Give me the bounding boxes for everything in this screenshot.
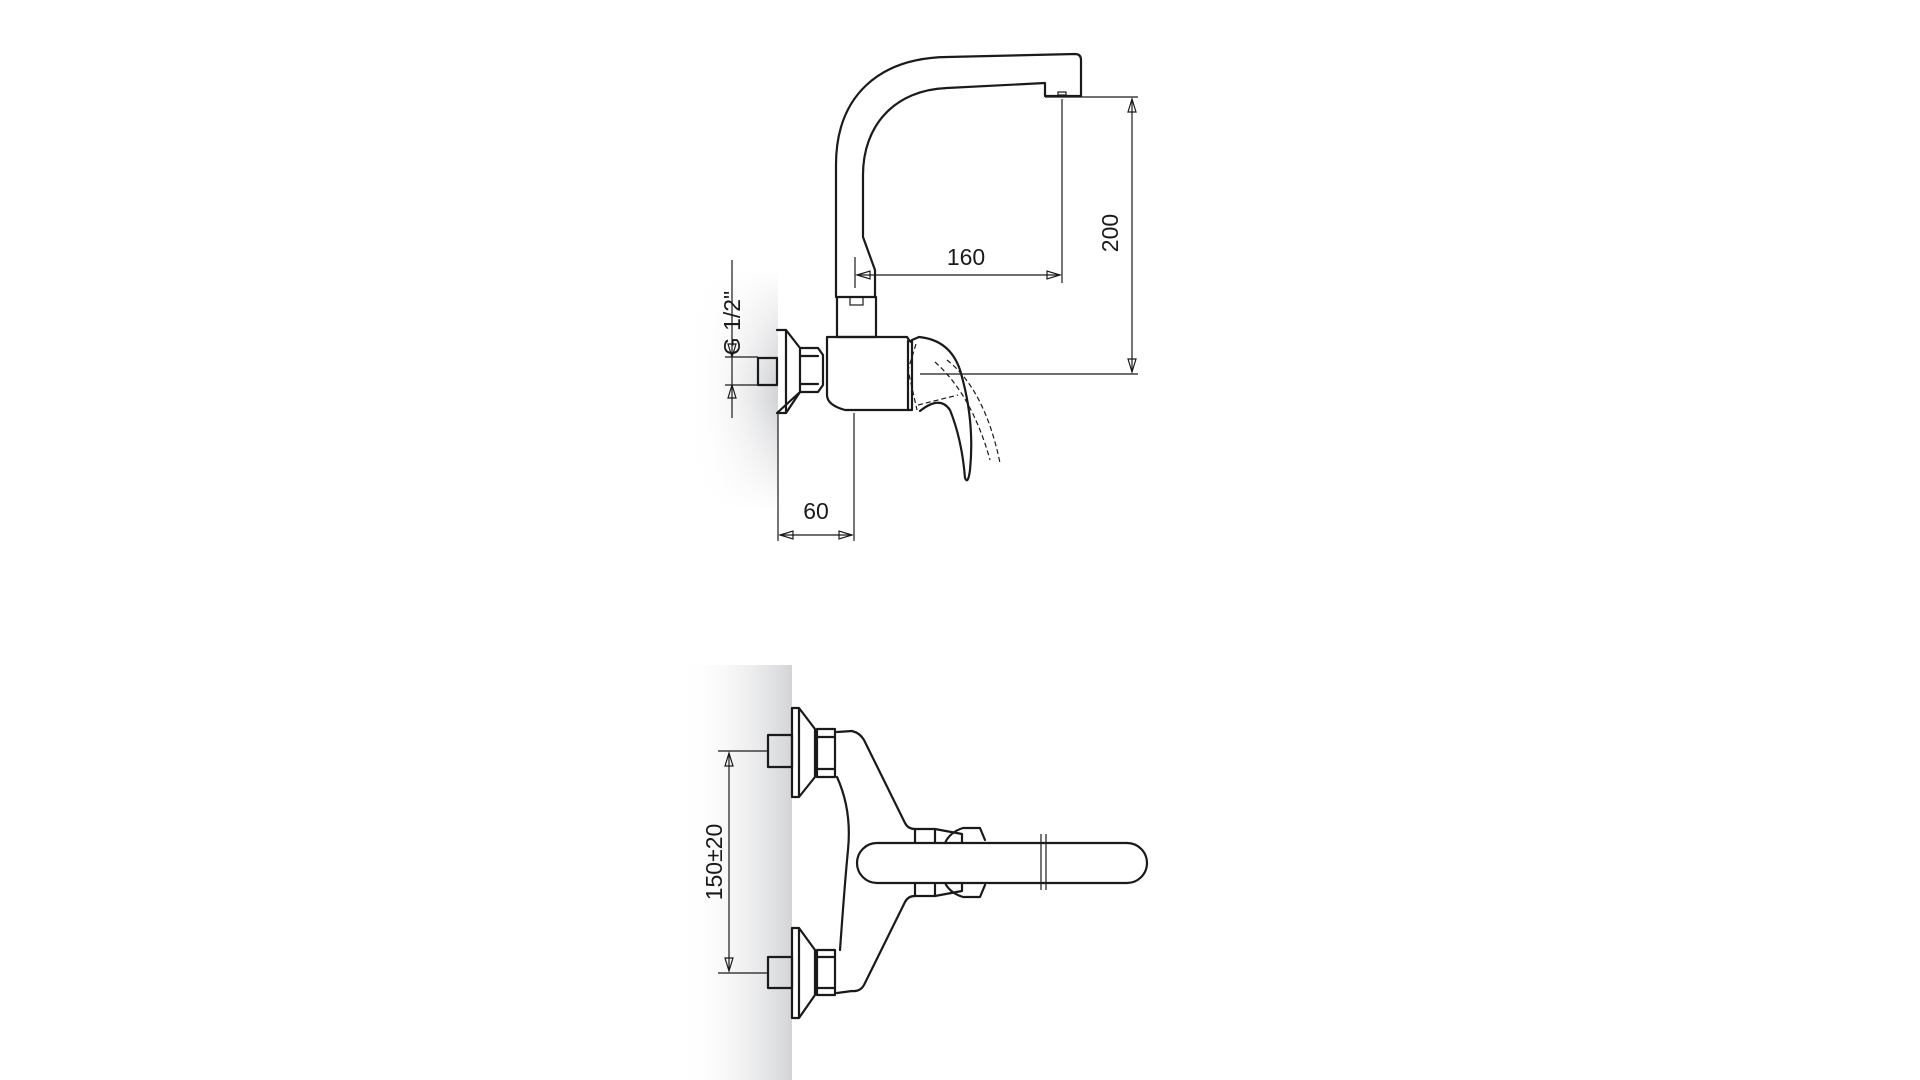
lever-alt-position	[917, 359, 1001, 464]
inlet-pipe-stub	[756, 356, 779, 387]
spout-aerator	[1057, 91, 1067, 96]
cartridge-edge	[907, 343, 918, 411]
mixer-body-front	[835, 729, 964, 995]
inlet-nut	[798, 346, 825, 394]
mixer-body	[825, 335, 914, 412]
dim-wall-depth: 60	[777, 413, 855, 541]
dim-label-200: 200	[1097, 214, 1123, 252]
wall-shading-front	[680, 665, 792, 1080]
spout-collar	[835, 295, 878, 339]
lower-inlet-nut	[815, 948, 837, 997]
front-view	[766, 706, 1149, 1020]
dim-spout-reach: 160	[854, 99, 1063, 288]
spout	[834, 52, 1083, 299]
upper-wall-flange	[790, 706, 817, 799]
lever-neck	[913, 826, 987, 899]
dim-label-160: 160	[947, 244, 985, 270]
dim-inlet-spacing: 150±20	[701, 750, 768, 974]
dim-label-60: 60	[803, 498, 829, 524]
collar-notch	[849, 296, 864, 306]
wall-flange	[775, 328, 802, 415]
lever-handle	[910, 335, 973, 482]
dim-label-thread: G 1/2"	[719, 291, 745, 355]
dim-outlet-height: 200	[920, 96, 1138, 375]
lower-wall-flange	[790, 926, 817, 1020]
dim-thread: G 1/2"	[719, 260, 758, 418]
upper-inlet-nut	[815, 727, 837, 779]
lever-handle-front	[855, 841, 1149, 885]
side-view	[756, 52, 1083, 482]
break-marks	[1040, 834, 1047, 890]
dim-label-150: 150±20	[701, 824, 727, 901]
